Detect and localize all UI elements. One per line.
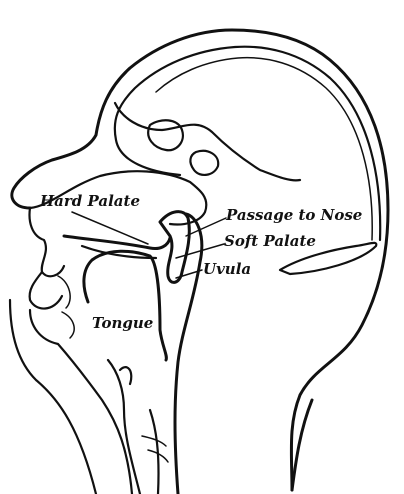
label-soft-palate: Soft Palate [224, 232, 316, 250]
leader-passage-to-nose [186, 218, 226, 236]
label-tongue: Tongue [92, 314, 153, 332]
hard-palate [64, 236, 170, 249]
label-hard-palate: Hard Palate [39, 192, 140, 210]
teeth-area [58, 276, 74, 338]
tongue-shape [84, 251, 166, 360]
sinus-lower [190, 151, 218, 175]
label-uvula: Uvula [203, 260, 251, 278]
nose-nostril [30, 208, 64, 276]
lower-lip-jaw [30, 310, 132, 494]
airway-line-1 [108, 360, 140, 494]
pharynx-wall [175, 214, 202, 494]
label-passage-to-nose: Passage to Nose [225, 206, 362, 224]
sinus-upper [148, 120, 183, 150]
cranial-floor [115, 103, 300, 180]
larynx-detail [142, 436, 168, 462]
upper-lip [30, 272, 62, 309]
neck-front [10, 300, 96, 494]
epiglottis [120, 367, 131, 384]
